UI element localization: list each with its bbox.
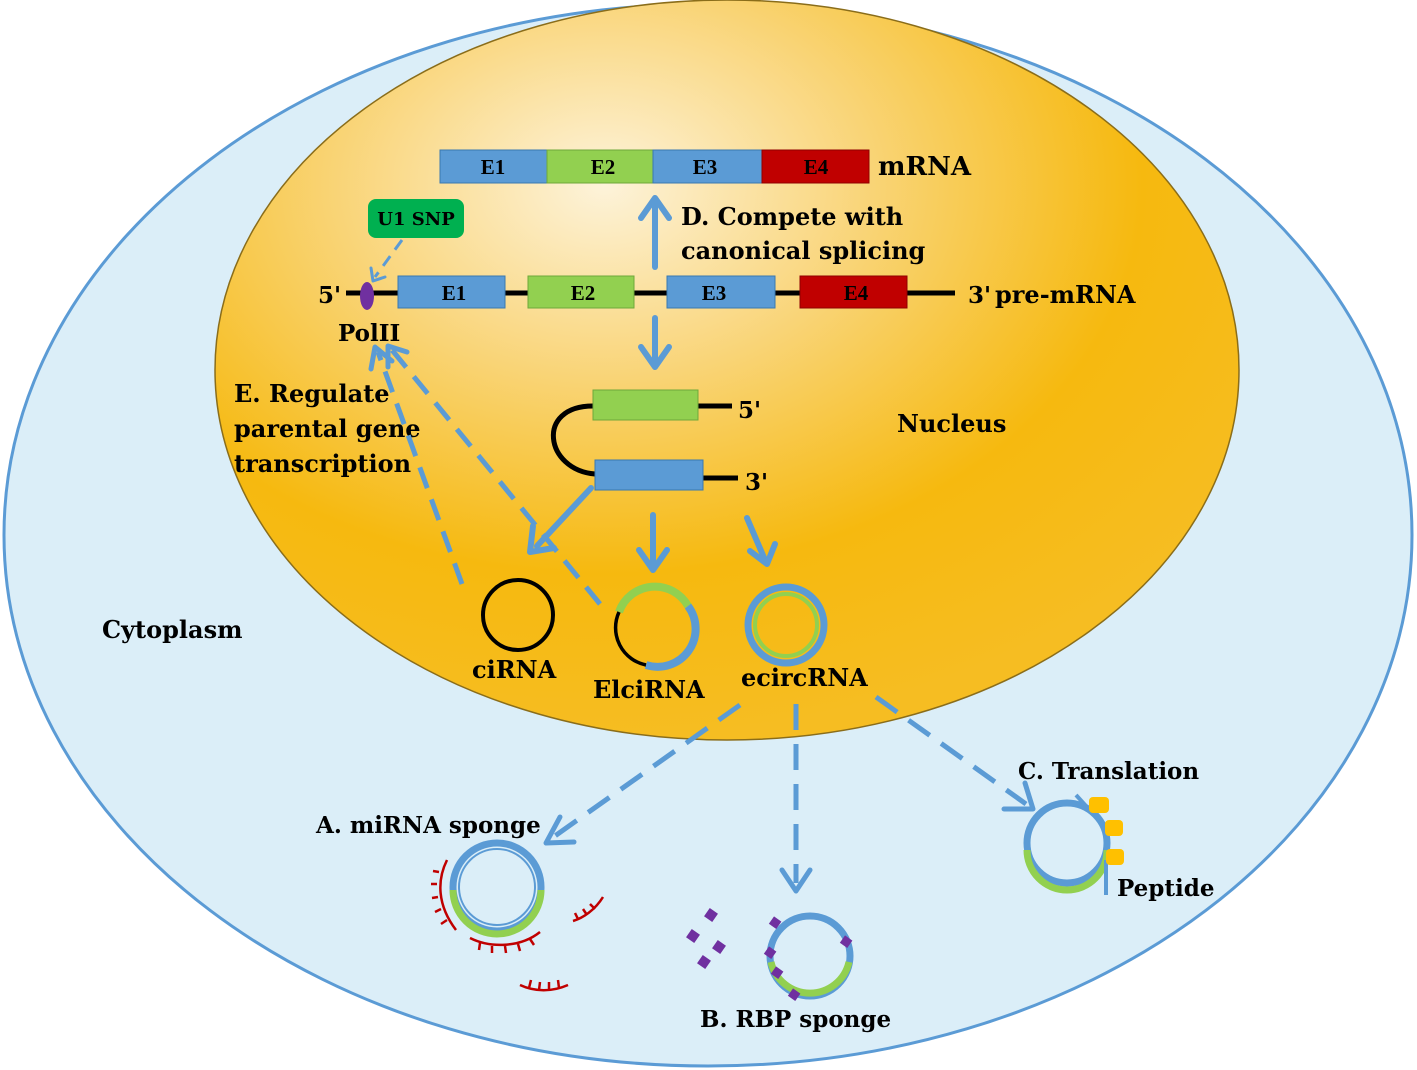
premrna-exon-label: E4 xyxy=(844,281,869,305)
splicing-arrows xyxy=(638,195,672,370)
arrowhead-translation xyxy=(1001,780,1036,812)
premrna-exon-label: E1 xyxy=(442,281,467,305)
mrna-exon-label: E3 xyxy=(693,155,718,179)
u1-snp-label: U1 SNP xyxy=(377,209,455,230)
arrowhead-up xyxy=(638,195,672,221)
function-b-label: B. RBP sponge xyxy=(700,1006,891,1033)
cytoplasm-label: Cytoplasm xyxy=(102,615,243,644)
polii-marker xyxy=(360,282,374,310)
mechanism-e-line2: parental gene xyxy=(234,414,421,443)
arrowhead-mirna-sponge xyxy=(543,814,577,846)
function-a-label: A. miRNA sponge xyxy=(315,812,541,839)
elcirna-label: ElciRNA xyxy=(593,675,705,704)
mechanism-e-line3: transcription xyxy=(234,449,411,478)
mrna-exon-e4 xyxy=(761,149,870,184)
arrowhead-cirna xyxy=(527,523,557,555)
premrna-label: pre-mRNA xyxy=(995,280,1136,309)
mrna-exon-e1 xyxy=(439,149,548,184)
polii-label: PolII xyxy=(338,320,400,347)
mirna-free xyxy=(519,896,605,992)
mrna-exon-label: E1 xyxy=(481,155,506,179)
elcirna-to-polii-arrow xyxy=(390,348,602,606)
lariat-five-prime: 5' xyxy=(738,397,761,424)
premrna-exon-e2 xyxy=(527,275,635,309)
cirna-circle xyxy=(481,578,555,652)
lariat-three-prime: 3' xyxy=(745,469,768,496)
mechanism-d-line2: canonical splicing xyxy=(681,236,926,265)
premrna-exon-label: E3 xyxy=(702,281,727,305)
mirna-bound xyxy=(431,859,541,954)
mrna-strand: E1 E2 E3 E4 mRNA xyxy=(439,149,972,184)
elcirna-arrowhead xyxy=(385,343,410,370)
mrna-label: mRNA xyxy=(878,152,972,182)
mrna-exon-e3 xyxy=(652,149,763,184)
arrowhead-down xyxy=(638,344,672,370)
u1-to-polii-arrow xyxy=(373,239,404,278)
u1-snp-box xyxy=(368,199,464,238)
nucleus xyxy=(214,0,1240,741)
rbp-proteins xyxy=(686,908,853,1001)
ribosomes xyxy=(1089,797,1124,865)
nucleus-label: Nucleus xyxy=(897,409,1006,438)
ecircrna-label: ecircRNA xyxy=(741,663,868,692)
arrowhead-rbp-sponge xyxy=(779,867,813,894)
ecircrna-circle xyxy=(744,583,828,667)
peptide-chain-top xyxy=(1074,793,1088,808)
premrna-five-prime: 5' xyxy=(318,282,341,309)
mechanism-e-line1: E. Regulate xyxy=(234,379,389,408)
arrowhead-elcirna xyxy=(636,547,670,573)
premrna-exon-e4 xyxy=(799,275,908,309)
premrna-three-prime: 3' xyxy=(968,282,991,309)
mrna-exon-label: E2 xyxy=(591,155,616,179)
mechanism-d-line1: D. Compete with xyxy=(681,202,903,231)
mirna-sponge-circle xyxy=(449,839,545,938)
lariat-exon-green xyxy=(592,389,699,421)
cirna-to-polii-arrow xyxy=(375,351,465,585)
lariat-exon-blue xyxy=(594,459,704,491)
cirna-label: ciRNA xyxy=(472,655,557,684)
translation-circle xyxy=(1023,799,1111,894)
premrna-exon-e1 xyxy=(397,275,506,309)
mrna-exon-e2 xyxy=(546,149,654,184)
elcirna-circle xyxy=(613,582,700,671)
arrowhead-ecircrna xyxy=(747,541,778,567)
premrna-strand: E1 E2 E3 E4 5' 3' pre-mRNA xyxy=(318,275,1136,309)
premrna-exon-label: E2 xyxy=(571,281,596,305)
peptide-label: Peptide xyxy=(1117,875,1214,902)
premrna-exon-e3 xyxy=(666,275,776,309)
function-c-label: C. Translation xyxy=(1018,758,1199,785)
lariat-loop xyxy=(551,403,596,477)
u1-arrowhead xyxy=(369,266,387,283)
arrow-to-translation xyxy=(874,694,1028,807)
arrow-to-ecircrna xyxy=(744,515,768,563)
lariat-intermediate: 5' 3' xyxy=(551,389,768,496)
mrna-exon-label: E4 xyxy=(804,155,829,179)
arrow-to-cirna xyxy=(534,485,594,549)
